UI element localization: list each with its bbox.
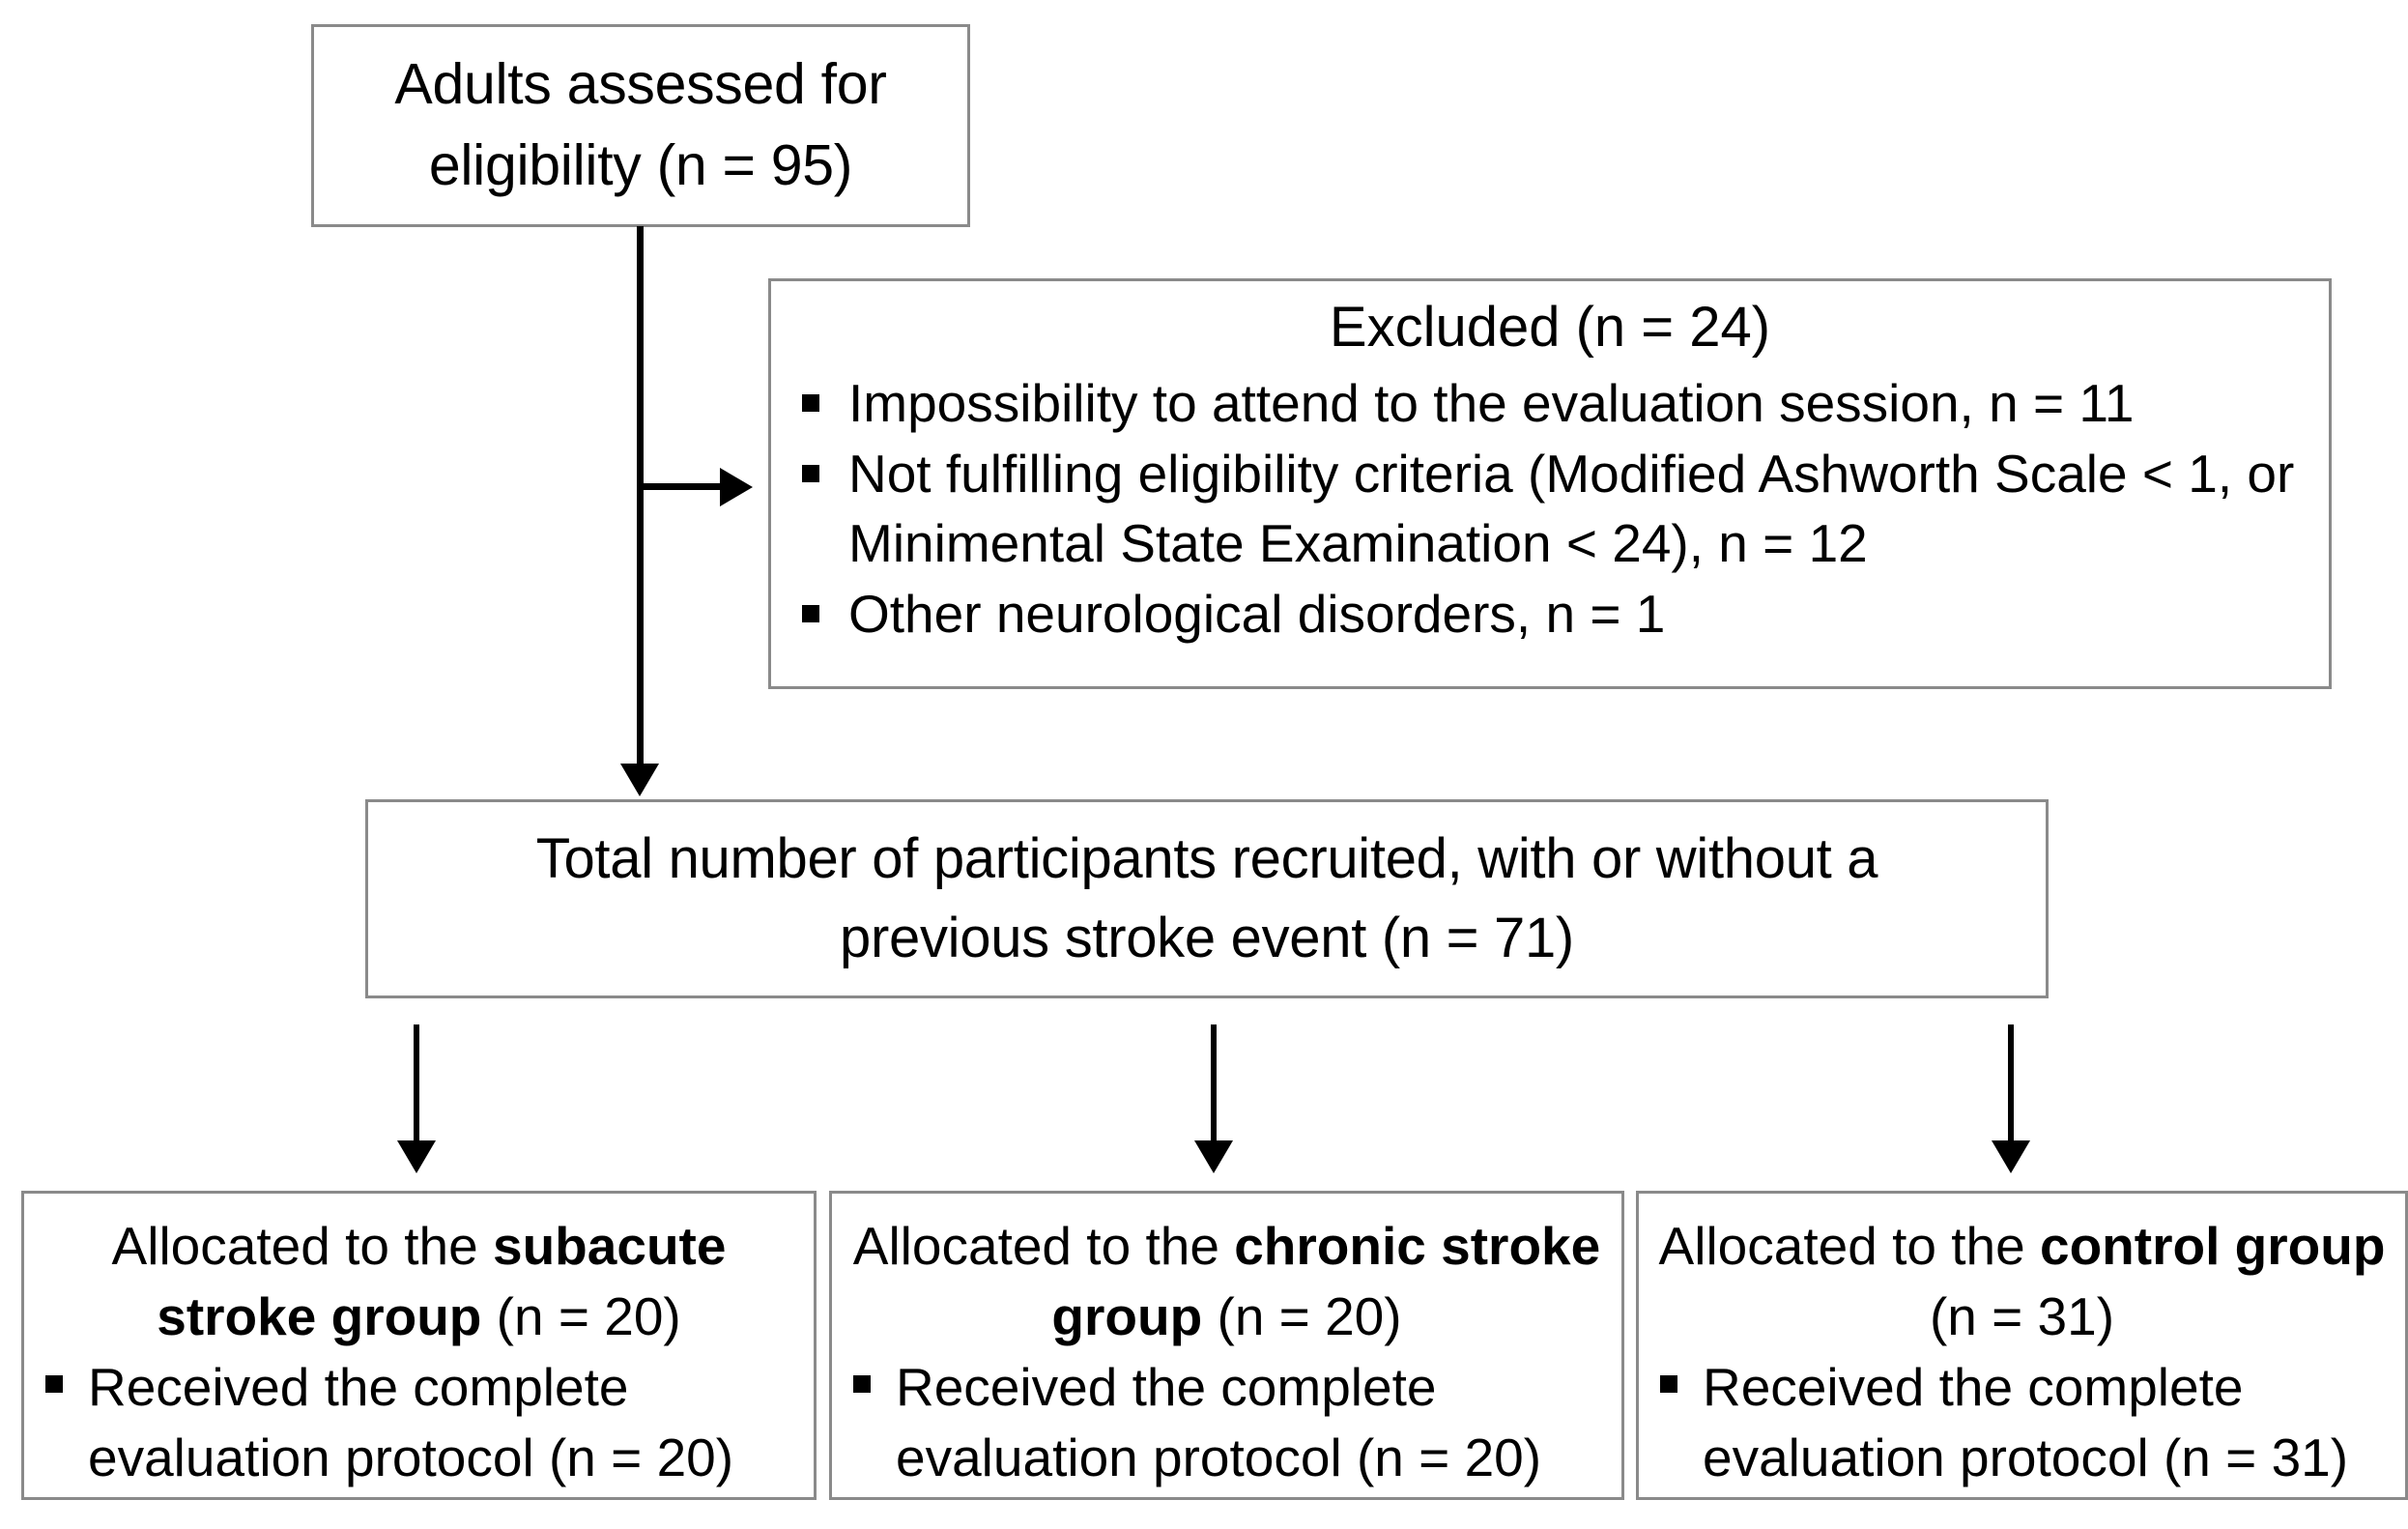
excluded-reason-list: Impossibility to attend to the evaluatio… <box>771 369 2329 651</box>
bullet-square-icon <box>802 465 819 482</box>
chronic-detail-text: Received the complete evaluation protoco… <box>896 1357 1542 1488</box>
alloc-group-name: subacute stroke group <box>157 1216 727 1347</box>
box-excluded: Excluded (n = 24) Impossibility to atten… <box>768 278 2332 689</box>
alloc-group-name: control group <box>2039 1216 2386 1276</box>
alloc-group-name: chronic stroke group <box>1051 1216 1601 1347</box>
arrow-down-to-chronic <box>1194 1140 1233 1173</box>
excluded-reason-text: Not fulfilling eligibility criteria (Mod… <box>848 444 2295 573</box>
subacute-detail-text: Received the complete evaluation protoco… <box>88 1357 734 1488</box>
bullet-square-icon <box>802 393 819 412</box>
list-item: Received the complete evaluation protoco… <box>42 1352 802 1493</box>
box-subacute-stroke-group: Allocated to the subacute stroke group (… <box>21 1191 817 1500</box>
list-item: Impossibility to attend to the evaluatio… <box>798 369 2311 439</box>
list-item: Received the complete evaluation protoco… <box>1656 1352 2394 1493</box>
bullet-square-icon <box>802 605 819 622</box>
connector-line-to-control <box>2008 1024 2014 1150</box>
list-item: Received the complete evaluation protoco… <box>849 1352 1610 1493</box>
alloc-suffix: (n = 31) <box>1929 1286 2115 1347</box>
box-adults-assessed-for-eligibility: Adults assessed for eligibility (n = 95) <box>311 24 970 227</box>
box-total-participants-recruited: Total number of participants recruited, … <box>365 799 2049 998</box>
eligibility-line-1: Adults assessed for <box>394 52 887 117</box>
alloc-prefix: Allocated to the <box>852 1216 1235 1276</box>
subacute-detail-list: Received the complete evaluation protoco… <box>24 1352 814 1495</box>
list-item: Other neurological disorders, n = 1 <box>798 580 2311 649</box>
arrow-down-to-subacute <box>397 1140 436 1173</box>
control-allocation-text: Allocated to the control group (n = 31) <box>1639 1211 2405 1352</box>
total-line-2: previous stroke event (n = 71) <box>840 907 1574 969</box>
bullet-square-icon <box>1660 1375 1677 1394</box>
alloc-prefix: Allocated to the <box>111 1216 493 1276</box>
list-item: Not fulfilling eligibility criteria (Mod… <box>798 440 2311 578</box>
chronic-allocation-text: Allocated to the chronic stroke group (n… <box>832 1211 1621 1352</box>
subacute-allocation-text: Allocated to the subacute stroke group (… <box>24 1211 814 1352</box>
connector-line-eligibility-to-total <box>637 226 644 777</box>
bullet-square-icon <box>45 1375 63 1394</box>
control-detail-list: Received the complete evaluation protoco… <box>1639 1352 2405 1495</box>
control-detail-text: Received the complete evaluation protoco… <box>1703 1357 2349 1488</box>
excluded-heading: Excluded (n = 24) <box>1329 296 1771 359</box>
alloc-prefix: Allocated to the <box>1658 1216 2040 1276</box>
box-chronic-stroke-group: Allocated to the chronic stroke group (n… <box>829 1191 1624 1500</box>
alloc-suffix: (n = 20) <box>1202 1286 1402 1347</box>
excluded-reason-text: Impossibility to attend to the evaluatio… <box>848 372 2135 433</box>
arrow-down-to-total <box>620 764 659 796</box>
bullet-square-icon <box>853 1375 871 1394</box>
total-line-1: Total number of participants recruited, … <box>535 826 1878 890</box>
connector-line-to-chronic <box>1211 1024 1217 1150</box>
alloc-suffix: (n = 20) <box>481 1286 681 1347</box>
arrow-right-to-excluded <box>720 468 753 506</box>
box-control-group: Allocated to the control group (n = 31) … <box>1636 1191 2408 1500</box>
connector-line-to-subacute <box>414 1024 419 1150</box>
arrow-down-to-control <box>1992 1140 2030 1173</box>
chronic-detail-list: Received the complete evaluation protoco… <box>832 1352 1621 1495</box>
excluded-reason-text: Other neurological disorders, n = 1 <box>848 584 1666 644</box>
connector-line-to-excluded <box>640 483 734 490</box>
eligibility-line-2: eligibility (n = 95) <box>428 133 853 197</box>
